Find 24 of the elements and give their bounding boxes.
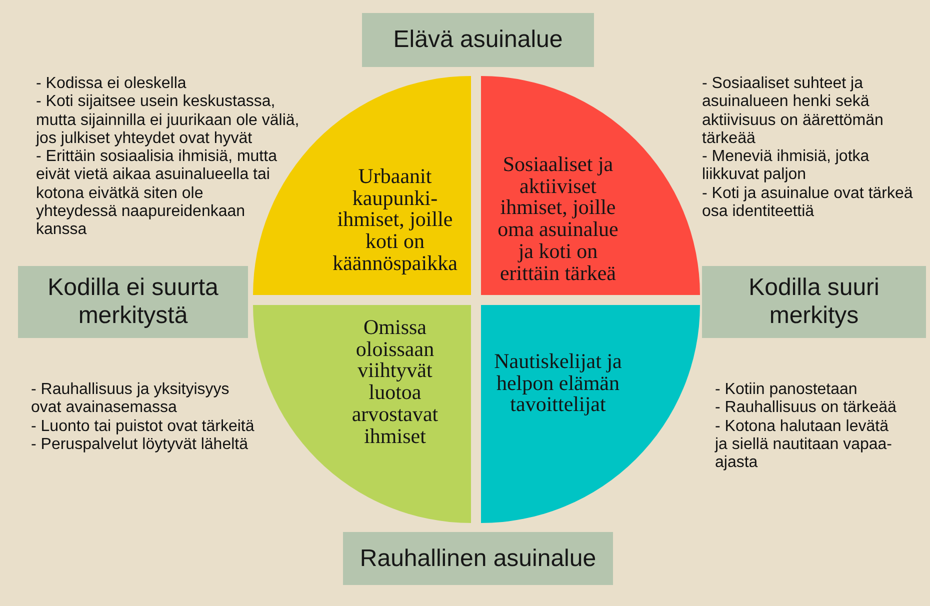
axis-label-box xyxy=(702,266,926,338)
segment-label: Nautiskelijat ja helpon elämän tavoittelijat xyxy=(493,351,623,416)
note-text: - Kodissa ei oleskella xyxy=(36,75,188,94)
axis-label-box xyxy=(362,13,594,67)
axis-label: Elävä asuinalue xyxy=(393,26,563,54)
axis-label: Kodilla suuri merkitys xyxy=(748,274,880,330)
axis-label-box xyxy=(18,266,248,338)
note-text: - Koti sijaitsee usein keskustassa, mutta sijainnilla ei juurikaan ole väliä, jos julkiset yhteydet ovat hyvät xyxy=(36,93,300,148)
note-text: - Kotiin panostetaan xyxy=(715,381,858,400)
segment-label: Omissa oloissaan viihtyvät luotoa arvostavat ihmiset xyxy=(350,317,440,448)
note-text: - Kotona halutaan levätä ja siellä nautitaan vapaa-ajasta xyxy=(715,418,894,472)
note-text: - Meneviä ihmisiä, jotka liikkuvat paljon xyxy=(702,148,870,185)
note-text: - Rauhallisuus on tärkeää xyxy=(715,399,898,418)
note-text: - Koti ja asuinalue ovat tärkeä osa identiteettiä xyxy=(702,184,914,222)
note-text: - Rauhallisuus ja yksityisyys ovat avainasemassa xyxy=(31,381,230,418)
axis-label-box xyxy=(343,532,613,585)
axis-label: Kodilla ei suurta merkitystä xyxy=(46,274,220,330)
note-text: - Luonto tai puistot ovat tärkeitä xyxy=(31,418,256,436)
axis-label: Rauhallinen asuinalue xyxy=(360,544,596,572)
note-text: - Sosiaaliset suhteet ja asuinalueen henki sekä aktiivisuus on äärettömän tärkeää xyxy=(702,75,884,148)
segment-label: Sosiaaliset ja aktiiviset ihmiset, joille oma asuinalue ja koti on erittäin tärkeä xyxy=(496,154,620,284)
segment-label: Urbaanit kaupunki-ihmiset, joille koti on käännöspaikka xyxy=(332,166,458,275)
note-text: - Erittäin sosiaalisia ihmisiä, mutta eivät vietä aikaa asuinalueella tai kotona eivätkä siten ole yhteydessä naapureidenkaan kanssa xyxy=(36,148,278,240)
note-text: - Peruspalvelut löytyvät läheltä xyxy=(31,436,249,454)
